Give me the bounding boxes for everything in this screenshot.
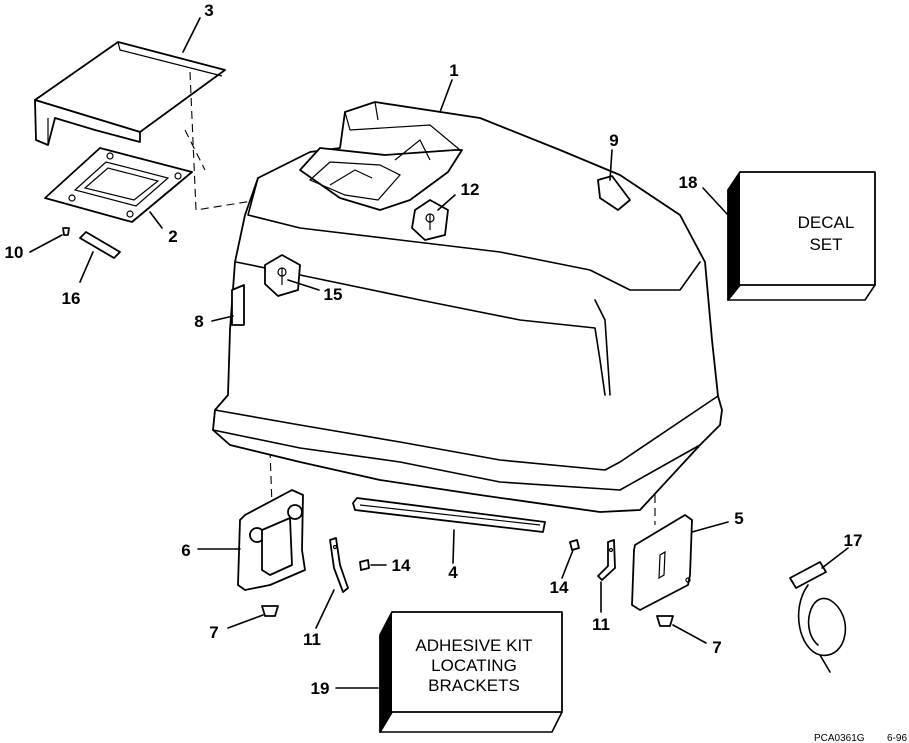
decal-box-line-2: SET — [809, 235, 842, 254]
adhesive-box-line-2: LOCATING — [431, 656, 517, 675]
callout-6: 6 — [181, 541, 190, 560]
part-11-locating-bracket-left — [329, 537, 349, 593]
part-6-bracket — [237, 489, 306, 591]
adhesive-box-line-3: BRACKETS — [428, 676, 520, 695]
callout-15: 15 — [324, 285, 343, 304]
callout-14a: 14 — [392, 556, 411, 575]
part-11-locating-bracket-right — [597, 539, 616, 581]
figure-code: PCA0361G — [814, 733, 865, 743]
callout-4: 4 — [448, 563, 458, 582]
callout-7a: 7 — [209, 623, 218, 642]
callout-16: 16 — [62, 289, 81, 308]
part-10-screw — [62, 227, 70, 236]
part-5-bracket — [631, 514, 693, 611]
callout-11a: 11 — [303, 630, 321, 649]
part-1-engine-cover — [212, 101, 723, 513]
adhesive-kit-box: ADHESIVE KIT LOCATING BRACKETS — [379, 611, 563, 733]
alignment-line — [184, 129, 206, 171]
callout-2: 2 — [168, 227, 177, 246]
decal-set-box: DECAL SET — [727, 171, 876, 301]
callout-10: 10 — [5, 243, 24, 262]
callout-labels: 3 1 9 18 12 2 10 16 15 8 5 6 4 14 14 17 … — [5, 1, 863, 698]
callout-7b: 7 — [712, 638, 721, 657]
figure-date: 6-96 — [887, 733, 907, 743]
callout-19: 19 — [311, 679, 330, 698]
leader-lines — [29, 17, 849, 689]
part-2-gasket — [44, 147, 193, 223]
alignment-line — [269, 449, 273, 506]
callout-1: 1 — [449, 61, 458, 80]
callout-9: 9 — [609, 131, 618, 150]
part-14-screw-right — [569, 539, 580, 551]
adhesive-box-line-1: ADHESIVE KIT — [415, 636, 532, 655]
part-7-bumper-right — [656, 615, 674, 627]
callout-5: 5 — [734, 509, 743, 528]
part-16-seal — [79, 231, 121, 259]
part-4-seal-strip — [352, 497, 546, 533]
part-3-silencer-cover — [34, 41, 226, 146]
part-17-cable — [789, 561, 847, 673]
part-7-bumper-left — [261, 605, 279, 617]
part-14-screw-left — [359, 559, 370, 571]
callout-3: 3 — [204, 1, 213, 20]
callout-11b: 11 — [592, 615, 610, 634]
decal-box-line-1: DECAL — [798, 213, 855, 232]
part-15-latch — [264, 254, 301, 297]
callout-8: 8 — [194, 312, 203, 331]
callout-17: 17 — [844, 531, 863, 550]
callout-18: 18 — [679, 173, 698, 192]
callout-12: 12 — [461, 180, 480, 199]
callout-14b: 14 — [550, 578, 569, 597]
